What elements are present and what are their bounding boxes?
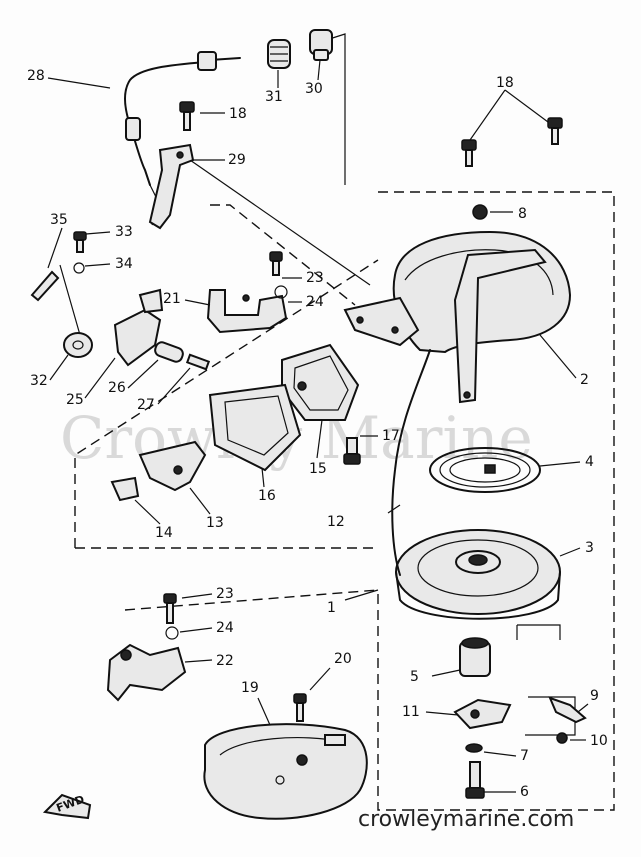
part-21-link [206,289,288,334]
callout-28: 28 [27,68,45,84]
part-25-lever [113,288,164,367]
part-23-screw-upper [269,251,283,276]
part-24-washer-lower [165,626,179,640]
part-20-screw [293,693,307,722]
callout-33: 33 [115,224,133,240]
callout-32: 32 [30,373,48,389]
part-24-washer-upper [274,285,288,299]
callout-24-lower: 24 [216,620,234,636]
starter-assembly-boundary [377,191,615,811]
callout-15: 15 [309,461,327,477]
callout-25: 25 [66,392,84,408]
part-29-bracket [148,143,195,230]
callout-2: 2 [580,372,589,388]
part-12-rope [391,349,431,576]
part-32-collar [63,332,93,358]
part-2-starter-case [343,230,572,404]
part-26-pin [154,341,184,363]
callout-7: 7 [520,748,529,764]
part-30-nipple [309,29,333,61]
part-4-spring [429,447,541,493]
callout-21: 21 [163,291,181,307]
callout-12: 12 [327,514,345,530]
part-35-bolt [30,270,60,302]
callout-4: 4 [585,454,594,470]
part-19-plate [203,723,368,820]
part-18-screw-left [179,101,195,131]
part-34-washer [73,262,85,274]
bracket-group-boundary [210,204,356,306]
callout-8: 8 [518,206,527,222]
callout-16: 16 [258,488,276,504]
callout-29: 29 [228,152,246,168]
callout-23-upper: 23 [306,270,324,286]
part-23-screw-lower [163,593,177,624]
callout-35: 35 [50,212,68,228]
part-22-bracket [106,643,187,702]
callout-18-right: 18 [496,75,514,91]
callout-leaders [47,59,589,793]
part-28-cable [124,51,241,226]
part-7-washer [465,743,483,753]
part-16-frame [208,383,302,472]
callout-5: 5 [410,669,419,685]
callout-6: 6 [520,784,529,800]
fwd-arrow-icon: FWD [42,793,92,820]
callout-23-lower: 23 [216,586,234,602]
callout-20: 20 [334,651,352,667]
callout-labels: 28 31 30 18 18 29 8 35 33 34 23 24 21 2 … [27,68,608,800]
callout-31: 31 [265,89,283,105]
callout-19: 19 [241,680,259,696]
callout-1: 1 [327,600,336,616]
part-10-clip [556,732,568,744]
callout-30: 30 [305,81,323,97]
part-18-screw-right-a [461,139,477,167]
callout-22: 22 [216,653,234,669]
callout-11: 11 [402,704,420,720]
part-31-grommet [267,39,291,69]
footer-url: crowleymarine.com [358,807,574,832]
callout-17: 17 [382,428,400,444]
lower-bracket-boundary [124,589,379,611]
callout-9: 9 [590,688,599,704]
part-9-pawl [548,696,587,724]
callout-3: 3 [585,540,594,556]
callout-34: 34 [115,256,133,272]
part-14-clip [110,476,140,502]
part-3-pulley [395,529,561,620]
part-13-handle [138,440,207,492]
callout-10: 10 [590,733,608,749]
part-5-bushing [459,637,491,677]
callout-27: 27 [137,397,155,413]
callout-18-left: 18 [229,106,247,122]
part-27-screw [185,353,211,371]
callout-13: 13 [206,515,224,531]
callout-24-upper: 24 [306,294,324,310]
callout-26: 26 [108,380,126,396]
handle-assembly-boundary [74,259,379,549]
part-8-nut [472,204,488,220]
part-18-screw-right-b [547,117,563,145]
part-17-bolt [343,437,361,465]
part-6-screw [465,761,485,799]
part-11-plate [453,698,512,730]
leader-lines [59,33,576,736]
part-33-screw [73,231,87,253]
callout-14: 14 [155,525,173,541]
